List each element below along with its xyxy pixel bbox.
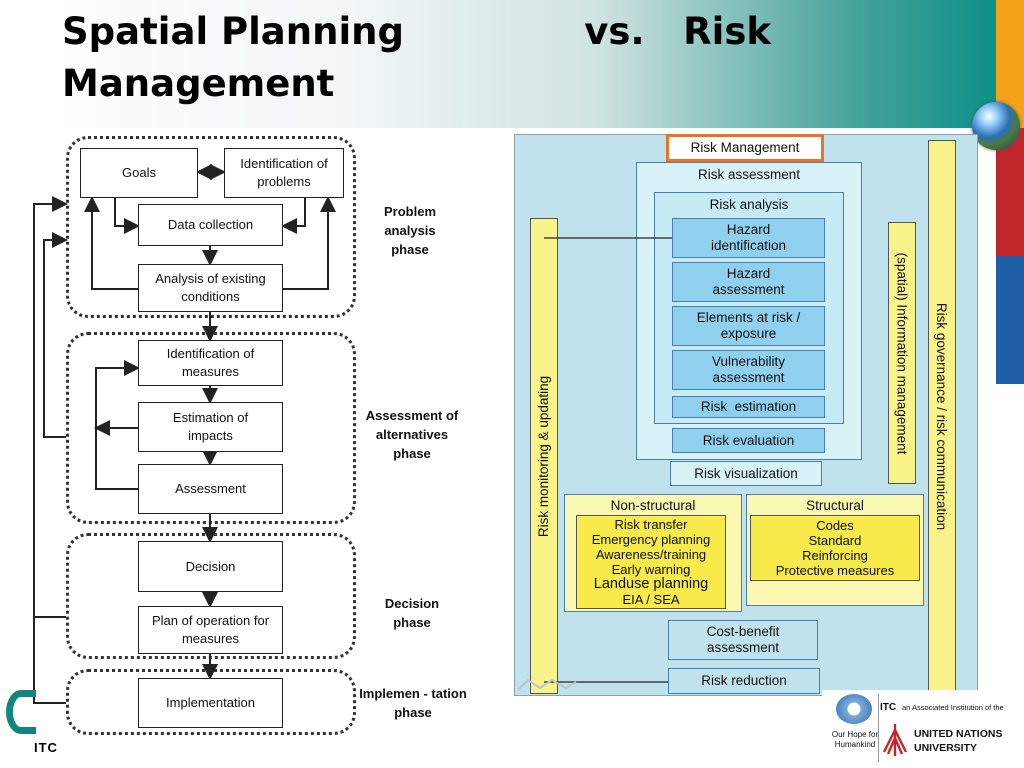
non-structural-measures: Risk transfer Emergency planning Awarene…	[576, 515, 726, 609]
risk-analysis-label: Risk analysis	[709, 197, 789, 212]
structural-item: Standard	[808, 533, 862, 548]
non-structural-item: Risk transfer	[614, 517, 688, 532]
structural-label: Structural	[806, 498, 864, 513]
identification-of-measures-box: Identification of measures	[138, 340, 283, 386]
plan-of-operation-box: Plan of operation for measures	[138, 606, 283, 654]
decision-box: Decision	[138, 541, 283, 592]
risk-monitoring-bar: Risk monitoring & updating	[530, 218, 558, 694]
decision-phase-label: Decision phase	[384, 596, 440, 630]
logo-divider	[878, 694, 879, 762]
non-structural-label: Non-structural	[610, 498, 696, 513]
itc-logo-left: ITC	[0, 688, 60, 768]
slide-title: Spatial Planning vs. Risk Management	[62, 10, 771, 105]
cost-benefit-box: Cost-benefit assessment	[668, 620, 818, 660]
problem-analysis-phase-label: Problem analysis phase	[383, 204, 436, 257]
itc-tagline: an Associated Institution of the	[902, 703, 1004, 712]
footer-logos: Our Hope for Humankind ITC an Associated…	[822, 690, 1024, 768]
title-banner	[0, 0, 996, 128]
un-emblem-icon	[836, 694, 872, 724]
non-structural-item: Landuse planning	[593, 576, 709, 592]
non-structural-item: Emergency planning	[591, 532, 711, 547]
implementation-phase-label: Implemen - tation phase	[359, 686, 467, 720]
elements-at-risk-box: Elements at risk / exposure	[672, 306, 825, 346]
hazard-assessment-box: Hazard assessment	[672, 262, 825, 302]
itc-brand: ITC	[880, 702, 897, 713]
unu-line-2: UNIVERSITY	[914, 742, 978, 754]
structural-item: Codes	[816, 518, 854, 533]
implementation-box: Implementation	[138, 678, 283, 728]
assessment-box: Assessment	[138, 464, 283, 514]
itc-emblem-icon	[6, 690, 36, 734]
risk-evaluation-box: Risk evaluation	[672, 428, 825, 453]
hazard-identification-box: Hazard identification	[672, 218, 825, 258]
estimation-of-impacts-box: Estimation of impacts	[138, 402, 283, 452]
risk-reduction-box: Risk reduction	[668, 668, 820, 694]
unu-logo-icon	[882, 722, 908, 758]
structural-measures: Codes Standard Reinforcing Protective me…	[750, 515, 920, 581]
non-structural-item: EIA / SEA	[622, 592, 680, 607]
itc-left-text: ITC	[34, 740, 58, 755]
non-structural-item: Early warning	[611, 562, 691, 577]
vulnerability-assessment-box: Vulnerability assessment	[672, 350, 825, 390]
structural-item: Reinforcing	[802, 548, 868, 563]
unu-line-1: UNITED NATIONS	[914, 728, 1003, 740]
risk-management-box: Risk Management	[666, 134, 824, 162]
accent-stripe-blue	[996, 256, 1024, 384]
risk-estimation-box: Risk estimation	[672, 396, 825, 418]
goals-box: Goals	[80, 148, 198, 198]
risk-visualization-box: Risk visualization	[670, 461, 822, 486]
analysis-existing-conditions-box: Analysis of existing conditions	[138, 264, 283, 312]
data-collection-box: Data collection	[138, 204, 283, 246]
un-caption: Our Hope for Humankind	[831, 730, 879, 749]
identification-of-problems-box: Identification of problems	[224, 148, 344, 198]
risk-assessment-label: Risk assessment	[697, 167, 801, 182]
risk-governance-bar: Risk governance / risk communication	[928, 140, 956, 692]
non-structural-item: Awareness/training	[595, 547, 707, 562]
spatial-information-bar: (spatial) Information management	[888, 222, 916, 484]
structural-item: Protective measures	[775, 563, 895, 578]
assessment-alternatives-phase-label: Assessment of alternatives phase	[365, 408, 459, 461]
globe-icon	[972, 102, 1020, 150]
